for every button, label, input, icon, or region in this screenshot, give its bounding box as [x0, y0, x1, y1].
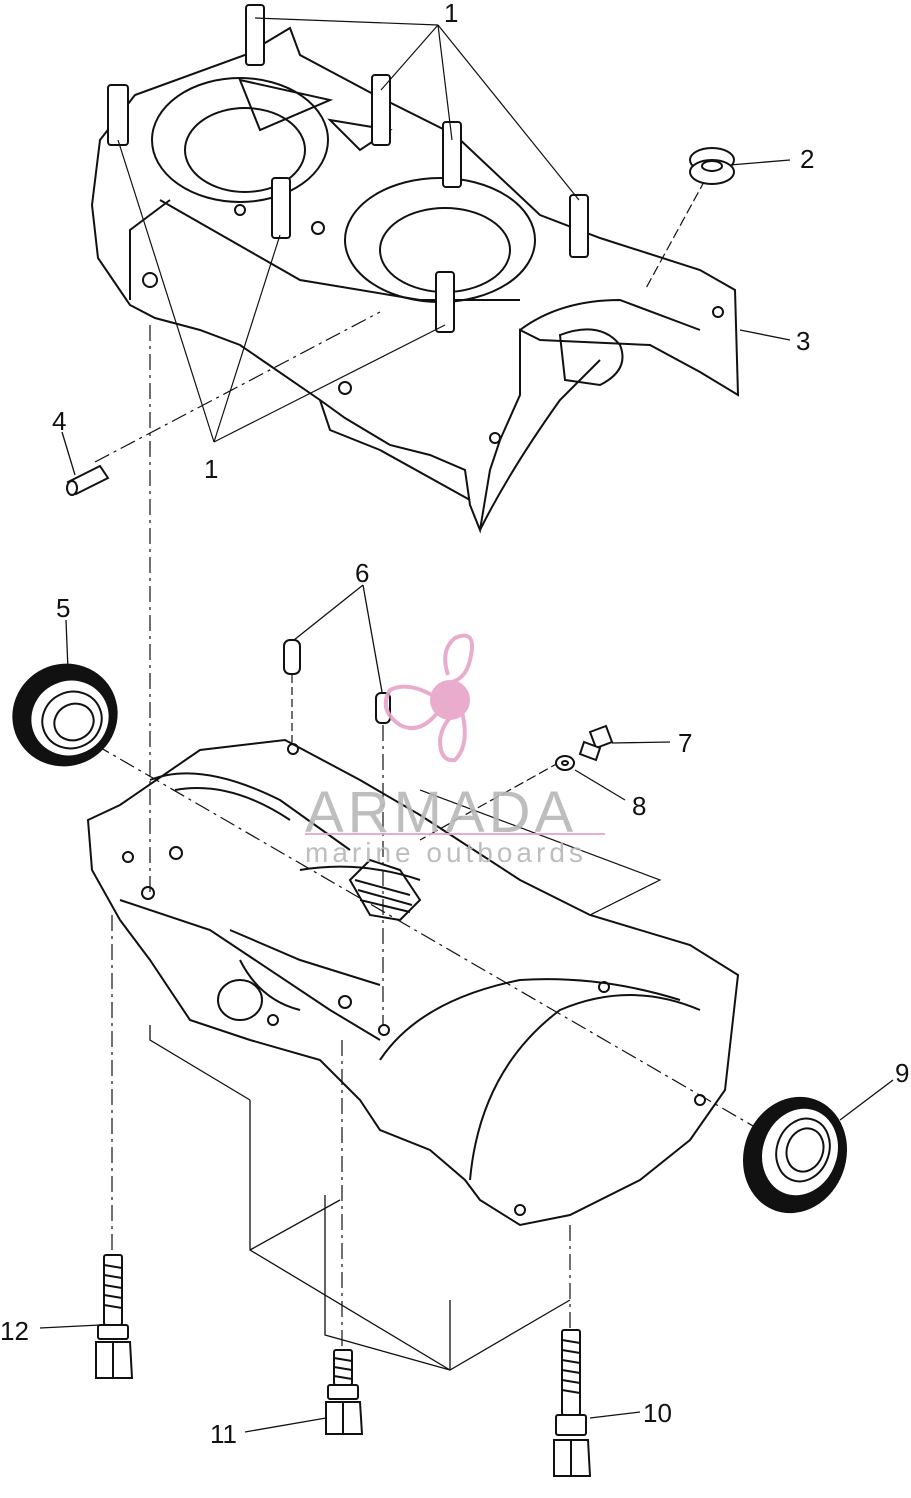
dowel-pins-6: [283, 639, 391, 724]
callout-11: 11: [210, 1419, 237, 1449]
bolt-12: [95, 1254, 134, 1379]
callout-1-bottom: 1: [204, 454, 218, 484]
drain-plug-7: [578, 724, 614, 762]
callout-1-top: 1: [444, 0, 458, 28]
cylinder-studs: [107, 4, 589, 333]
callout-4: 4: [52, 406, 66, 436]
callout-2: 2: [800, 144, 814, 174]
callout-3: 3: [796, 326, 810, 356]
oil-seal-9: [742, 1096, 848, 1214]
bolt-11: [325, 1349, 364, 1435]
callout-12: 12: [0, 1316, 29, 1346]
projection-box: [149, 1025, 571, 1371]
lower-crankcase: [86, 738, 740, 1227]
washer-8: [555, 755, 575, 771]
gasket-2: [689, 147, 735, 185]
callout-7: 7: [678, 728, 692, 758]
callout-5: 5: [56, 593, 70, 623]
propeller-blade-left: [383, 684, 442, 730]
propeller-blade-right: [437, 711, 467, 763]
callout-6: 6: [355, 558, 369, 588]
callout-10: 10: [643, 1398, 672, 1428]
propeller-logo: [383, 633, 475, 763]
callout-8: 8: [632, 791, 646, 821]
propeller-hub: [430, 680, 470, 720]
propeller-blade-top: [443, 633, 475, 684]
armada-watermark: ARMADA marine outboards: [305, 633, 605, 868]
bolt-10: [553, 1329, 592, 1477]
callout-leaders: [39, 159, 894, 1433]
callout-9: 9: [895, 1058, 909, 1088]
dowel-pin-4: [66, 464, 110, 496]
upper-crankcase: [90, 26, 740, 534]
assembly-lines: [69, 17, 761, 1350]
watermark-title: ARMADA: [305, 780, 577, 845]
watermark-subtitle: marine outboards: [305, 837, 587, 868]
oil-seal-5: [12, 663, 118, 767]
